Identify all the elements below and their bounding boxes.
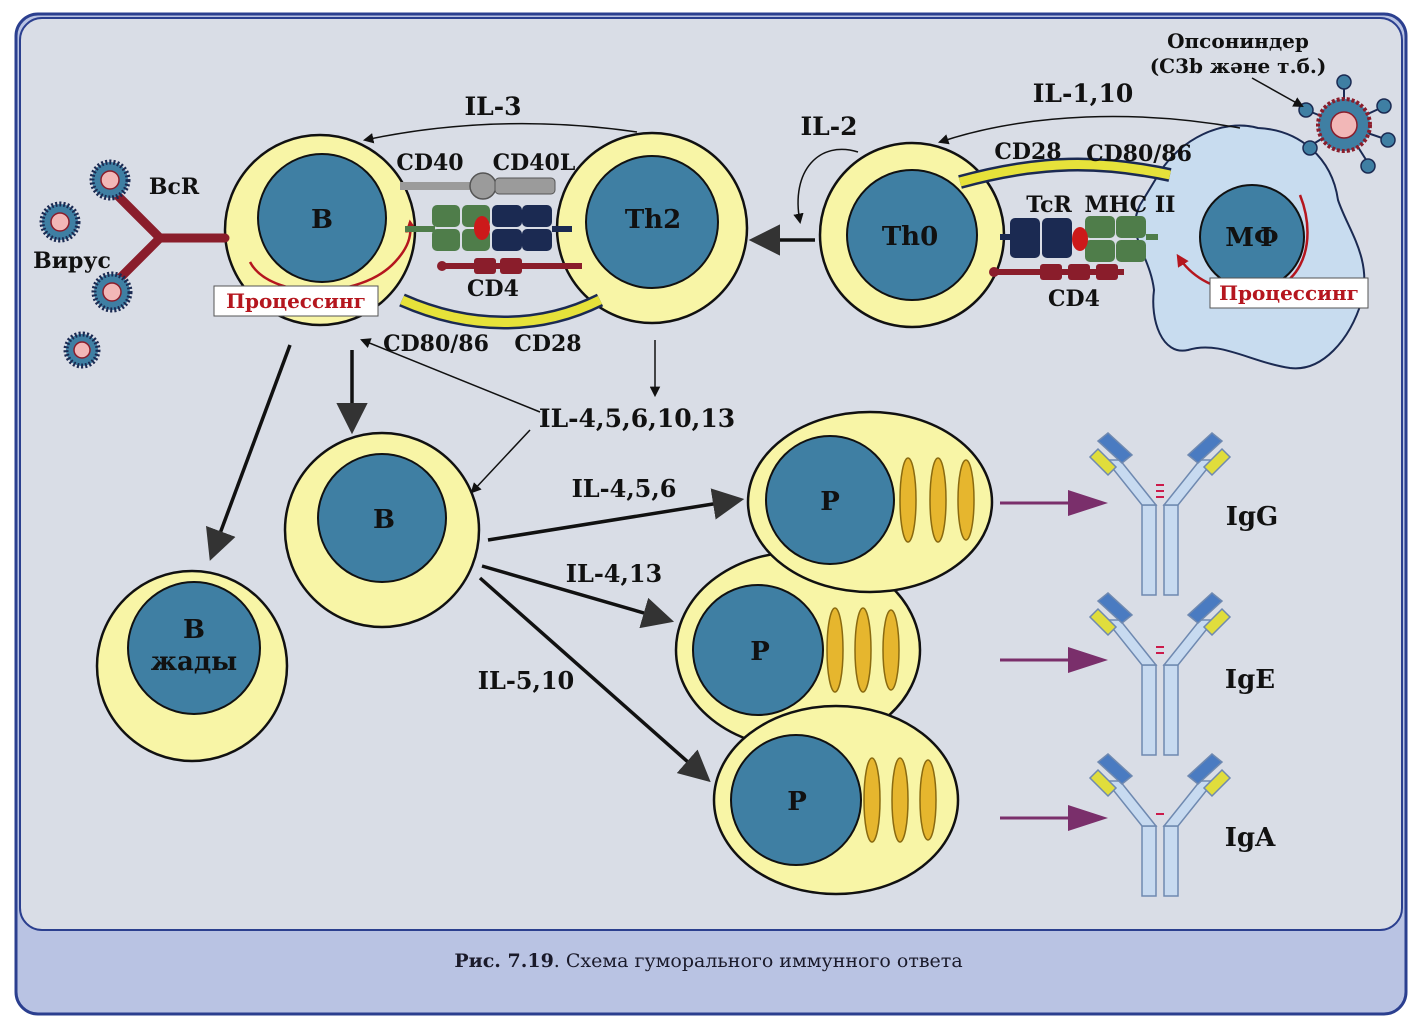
figure-caption-text: . Схема гуморального иммунного ответа bbox=[553, 950, 963, 972]
opsonized-virus bbox=[1298, 74, 1396, 174]
label-il-4-13: IL-4,13 bbox=[566, 559, 663, 588]
th2-cell bbox=[555, 131, 749, 325]
figure-caption: Рис. 7.19. Схема гуморального иммунного … bbox=[0, 950, 1417, 972]
label-virus: Вирус bbox=[33, 248, 111, 274]
cell-name-b-mid: B bbox=[373, 505, 395, 535]
arrow-il-2 bbox=[793, 148, 859, 225]
label-processing-left: Процессинг bbox=[226, 289, 366, 313]
antibody-iga-shape bbox=[1088, 753, 1232, 897]
label-il-5-10: IL-5,10 bbox=[478, 666, 575, 695]
antibody-label-ige: IgE bbox=[1225, 665, 1275, 695]
antibody-ige-shape bbox=[1088, 592, 1232, 756]
arrow-il-to-b-top bbox=[360, 338, 541, 413]
arrow-to-plasma-3 bbox=[478, 576, 711, 783]
arrow-il-1-10 bbox=[938, 115, 1241, 145]
label-opsonins-1: Опсониндер bbox=[1167, 29, 1309, 53]
plasma-cell-2 bbox=[674, 550, 922, 750]
label-il-3: IL-3 bbox=[464, 92, 521, 121]
cell-name-macrophage: МФ bbox=[1225, 223, 1278, 253]
figure-number: Рис. 7.19 bbox=[454, 950, 554, 972]
cell-name-th2: Th2 bbox=[625, 205, 681, 235]
arrow-il-to-b-mid bbox=[470, 429, 531, 494]
cell-name-plasma-3: P bbox=[787, 787, 807, 817]
arrow-il-3 bbox=[362, 122, 638, 144]
tcr-mhc-complex bbox=[1000, 216, 1158, 262]
antibody-igg-shape bbox=[1088, 432, 1232, 596]
signal-arrows bbox=[206, 77, 1304, 783]
processing-box-right bbox=[1209, 277, 1369, 309]
antibody-label-iga: IgA bbox=[1225, 823, 1276, 853]
cell-name-plasma-2: P bbox=[750, 637, 770, 667]
mhc-tcr-complex-left bbox=[405, 205, 572, 251]
label-cd80-86-top: CD80/86 bbox=[1086, 141, 1192, 167]
label-cd80-86-bottom: CD80/86 bbox=[383, 331, 489, 357]
label-cd40: CD40 bbox=[396, 150, 463, 176]
label-il-1-10: IL-1,10 bbox=[1033, 79, 1134, 108]
arrow-b-top-to-memory bbox=[206, 344, 292, 561]
b-cell-middle bbox=[283, 431, 481, 629]
label-mhc-ii: MHC II bbox=[1085, 192, 1176, 218]
cell-name-plasma-1: P bbox=[820, 487, 840, 517]
label-tcr: TcR bbox=[1026, 192, 1072, 218]
cell-name-th0: Th0 bbox=[882, 222, 938, 252]
b-memory-cell bbox=[95, 569, 289, 763]
antibody-secretion-arrows bbox=[1000, 490, 1108, 831]
cd4-receptor-left bbox=[437, 258, 582, 274]
label-cd28-bottom: CD28 bbox=[514, 331, 581, 357]
label-bcr: BcR bbox=[149, 174, 200, 200]
label-il-2: IL-2 bbox=[800, 112, 857, 141]
plasma-cell-3 bbox=[712, 704, 960, 896]
label-cd28-top: CD28 bbox=[994, 139, 1061, 165]
cell-name-b-top: B bbox=[311, 205, 333, 235]
processing-box-left bbox=[213, 285, 379, 317]
label-il-4-5-6: IL-4,5,6 bbox=[572, 474, 677, 503]
cd4-receptor-right bbox=[989, 264, 1124, 280]
label-processing-right: Процессинг bbox=[1219, 281, 1359, 305]
label-opsonins-2: (C3b және т.б.) bbox=[1150, 54, 1327, 78]
cd28-cd80-bond-right bbox=[958, 160, 1171, 187]
cd40-cd40l bbox=[400, 172, 556, 200]
bcr-receptor bbox=[113, 191, 230, 285]
arrow-to-plasma-1 bbox=[487, 488, 745, 542]
processing-arrow-left bbox=[248, 219, 418, 292]
cell-name-b-memory-2: жады bbox=[151, 647, 238, 677]
cd80-cd28-bond-left bbox=[400, 295, 603, 327]
label-cd4-right: CD4 bbox=[1048, 286, 1100, 312]
b-cell-top bbox=[223, 133, 418, 327]
arrow-opsonins bbox=[1251, 77, 1304, 108]
plasma-cell-1 bbox=[746, 410, 994, 594]
arrow-to-plasma-2 bbox=[481, 564, 675, 629]
label-cd4-left: CD4 bbox=[467, 276, 519, 302]
virus-particles bbox=[39, 159, 133, 369]
antibody-label-igg: IgG bbox=[1226, 502, 1279, 532]
label-il-4-5-6-10-13: IL-4,5,6,10,13 bbox=[539, 404, 735, 433]
cell-name-b-memory-1: B bbox=[183, 615, 205, 645]
label-cd40l: CD40L bbox=[493, 150, 576, 176]
